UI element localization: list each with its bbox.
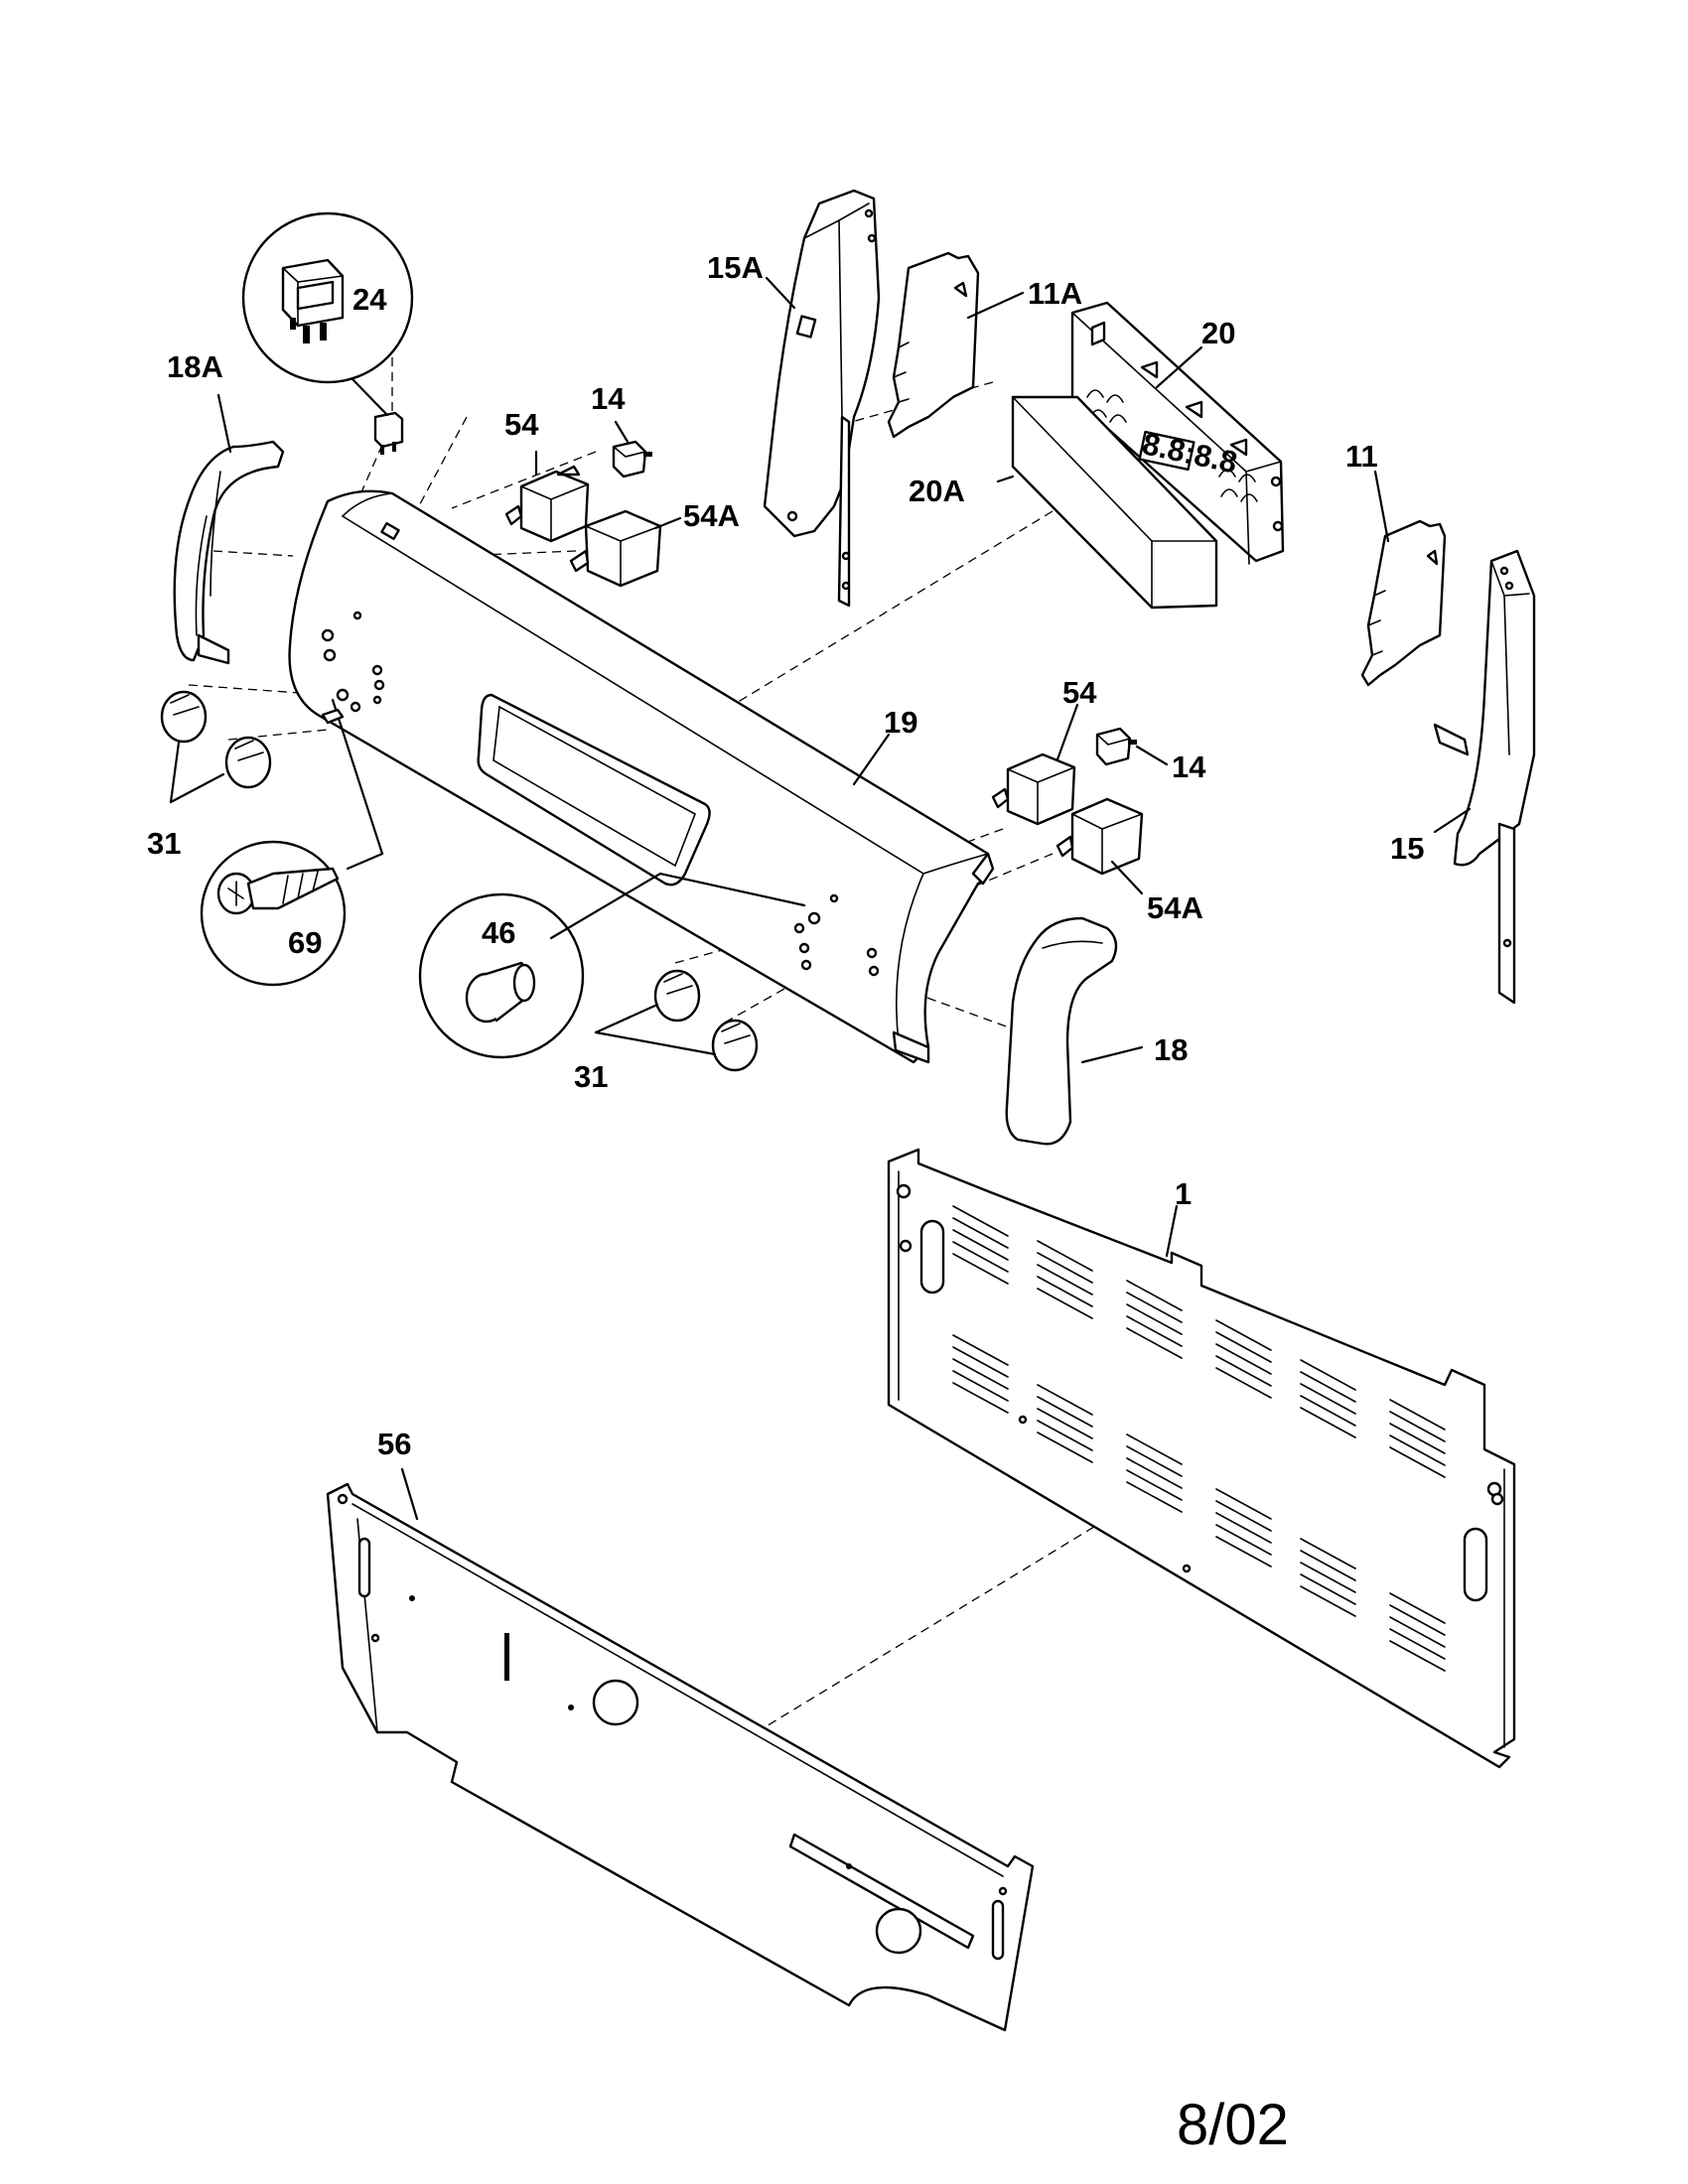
- part-14-right-indicator: [1095, 727, 1137, 766]
- label-11: 11: [1345, 439, 1378, 474]
- rear-panel-vent-slots: [952, 1205, 1446, 1672]
- panel-screw-holes: [321, 611, 880, 977]
- part-15-right-bracket: [1433, 549, 1536, 1005]
- part-20-electronic-control: 8.8:8.8: [1070, 301, 1285, 565]
- part-24-rocker-switch: [241, 211, 414, 455]
- label-20: 20: [1201, 316, 1235, 350]
- label-18a: 18A: [167, 349, 223, 384]
- part-19-control-panel: [288, 489, 995, 1064]
- label-31-left: 31: [147, 826, 181, 861]
- label-46: 46: [482, 915, 515, 950]
- label-31-bottom: 31: [574, 1059, 608, 1094]
- part-31-knobs-bottom: [653, 969, 759, 1072]
- label-20a: 20A: [909, 474, 965, 508]
- part-46-spacer: [418, 872, 806, 1059]
- label-1: 1: [1175, 1176, 1192, 1211]
- label-54-top: 54: [504, 407, 539, 442]
- date-code: 8/02: [1177, 2093, 1289, 2157]
- leader-lines: [169, 276, 1472, 1521]
- label-15: 15: [1390, 831, 1424, 866]
- part-54-top-infinite-switch: [504, 465, 590, 543]
- part-54-right-infinite-switch: [991, 752, 1076, 826]
- part-labels: 18A 24 54 14 54A 15A 11A 20 20A 11 15 19…: [147, 250, 1424, 1461]
- part-54a-top-infinite-switch: [569, 509, 662, 588]
- label-14-right: 14: [1172, 750, 1206, 784]
- label-14-top: 14: [591, 381, 626, 416]
- part-18a-left-end-cap: [173, 440, 285, 665]
- part-56-lower-bracket: [326, 1482, 1035, 2032]
- label-11a: 11A: [1028, 276, 1082, 311]
- part-18-right-end-cap: [1005, 916, 1118, 1146]
- part-11-right-heat-shield: [1360, 519, 1447, 687]
- label-19: 19: [884, 705, 917, 740]
- label-54-right: 54: [1062, 675, 1097, 710]
- inset-circle-69: [200, 840, 347, 987]
- label-54a-right: 54A: [1147, 890, 1203, 925]
- part-54a-right-infinite-switch: [1055, 797, 1144, 876]
- label-18: 18: [1154, 1032, 1188, 1067]
- label-54a-top: 54A: [683, 498, 740, 533]
- label-56: 56: [377, 1427, 411, 1461]
- part-20a-overlay: [1011, 395, 1218, 610]
- part-11a-left-heat-shield: [887, 251, 980, 439]
- part-15a-left-bracket: [763, 189, 881, 608]
- part-1-rear-panel: [887, 1148, 1516, 1769]
- label-15a: 15A: [707, 250, 764, 285]
- part-69-screw: [200, 698, 384, 987]
- part-31-knobs-left: [160, 690, 272, 789]
- label-69: 69: [288, 925, 322, 960]
- part-14-top-indicator: [612, 440, 652, 478]
- label-24: 24: [352, 282, 387, 317]
